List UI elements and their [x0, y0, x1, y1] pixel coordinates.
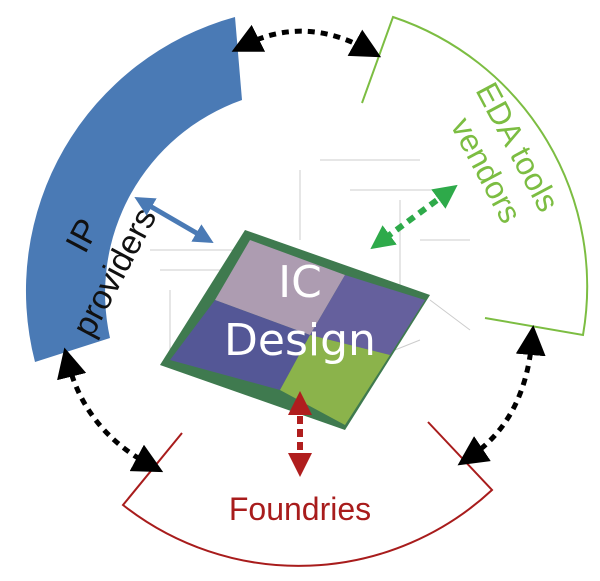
eda-ic-arrow: [370, 184, 458, 250]
ic-chip-image: [160, 230, 430, 430]
eda-vendors-segment[interactable]: [361, 15, 589, 337]
ic-label: IC: [278, 257, 322, 308]
eda-foundry-peer-arrow: [457, 325, 546, 466]
ip-ic-arrow: [134, 196, 214, 244]
ip-eda-peer-arrow: [231, 24, 382, 58]
foundries-segment[interactable]: [121, 421, 494, 567]
ip-providers-segment[interactable]: [25, 17, 242, 362]
foundries-label: Foundries: [229, 491, 371, 527]
design-label: Design: [224, 315, 376, 366]
ip-foundry-peer-arrow: [57, 347, 164, 473]
